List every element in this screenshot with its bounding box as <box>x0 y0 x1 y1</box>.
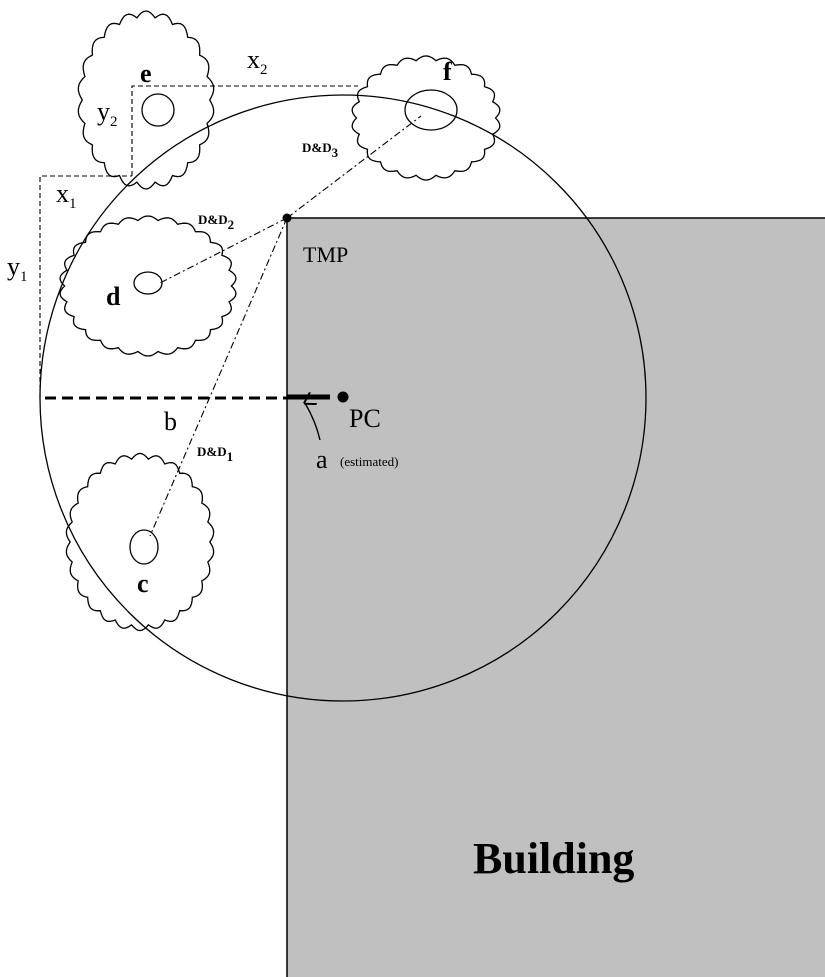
dimension-label-y1: y1 <box>7 252 28 285</box>
dimension-label-x1: x1 <box>56 179 77 212</box>
dimension-x1-y1 <box>39 175 132 398</box>
dimension-label-a-note: (estimated) <box>340 454 398 469</box>
tmp-point <box>282 213 292 223</box>
tree-label-f: f <box>443 57 452 86</box>
dimension-x2-y2 <box>131 85 358 176</box>
tree-label-e: e <box>140 59 152 88</box>
dimension-label-b: b <box>164 407 177 436</box>
building-area <box>286 217 825 977</box>
dd1-label: D&D1 <box>197 444 233 464</box>
tree-crown-d <box>59 215 237 357</box>
dimension-label-a: a <box>316 445 328 474</box>
pc-label: PC <box>349 404 381 433</box>
dd1-line <box>149 217 288 537</box>
trunk-e <box>141 93 175 127</box>
tree-crown-e <box>77 10 215 190</box>
tree-crown-f <box>351 55 501 181</box>
tree-label-c: c <box>137 569 149 598</box>
pc-point <box>337 391 349 403</box>
dimension-label-x2: x2 <box>247 45 268 78</box>
dd3-line <box>286 115 422 219</box>
dd2-label: D&D2 <box>198 212 234 232</box>
tree-crown-c <box>65 452 215 632</box>
trunk-f <box>404 89 458 131</box>
dd3-label: D&D3 <box>302 140 339 160</box>
tmp-label: TMP <box>303 242 348 267</box>
dimension-label-y2: y2 <box>97 97 118 130</box>
dd2-line <box>159 217 288 284</box>
tree-label-d: d <box>106 282 121 311</box>
a-arrow <box>305 403 321 441</box>
building-label: Building <box>473 834 634 883</box>
trunk-d <box>133 271 163 295</box>
trunk-c <box>129 529 159 565</box>
